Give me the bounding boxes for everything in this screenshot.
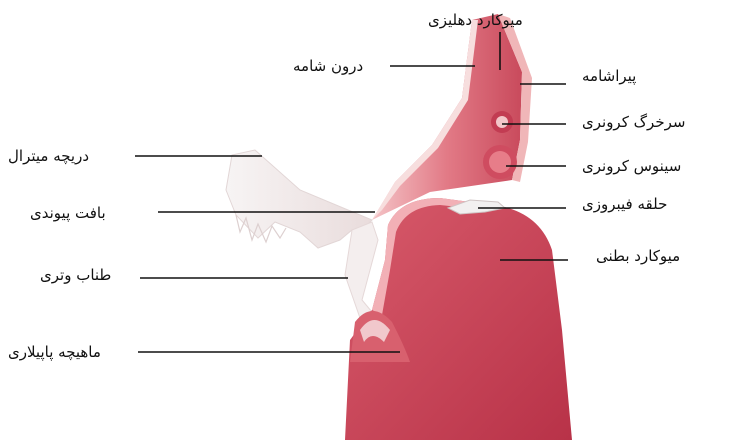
label-endocardium: درون شامه xyxy=(293,56,363,76)
label-mitral-valve: دریچه میترال xyxy=(8,146,89,166)
label-atrial-myocardium: میوکارد دهلیزی xyxy=(428,10,523,30)
label-fibrous-ring: حلقه فیبروزی xyxy=(582,194,667,214)
label-chordae-tendineae: طناب وتری xyxy=(40,265,111,285)
coronary-sinus-vessel xyxy=(483,145,517,179)
label-ventricular-myocardium: میوکارد بطنی xyxy=(596,246,680,266)
label-coronary-sinus: سینوس کرونری xyxy=(582,156,681,176)
label-coronary-artery: سرخرگ کرونری xyxy=(582,112,685,132)
coronary-artery-vessel xyxy=(491,111,513,133)
label-papillary-muscle: ماهیچه پاپیلاری xyxy=(8,342,101,362)
chordae-tendineae-shape xyxy=(345,222,378,318)
mitral-valve-leaflet xyxy=(226,150,372,248)
label-epicardium: پیراشامه xyxy=(582,66,636,86)
label-connective-tissue: بافت پیوندی xyxy=(30,203,106,223)
